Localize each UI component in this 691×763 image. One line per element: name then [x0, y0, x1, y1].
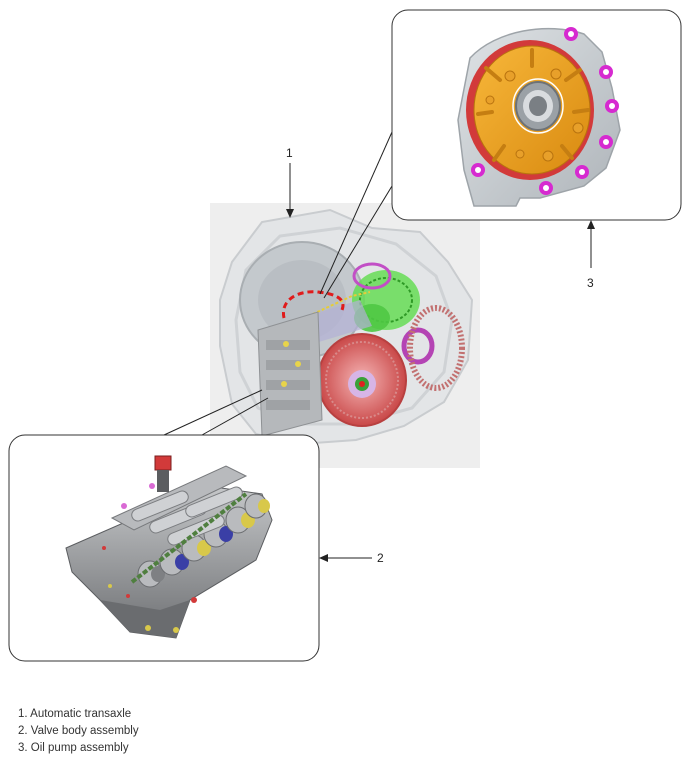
oil-pump-location-marker: [281, 290, 345, 319]
automatic-transaxle: [210, 203, 480, 468]
solenoid-row: [137, 493, 270, 588]
valve-leader-b: [201, 397, 269, 436]
bolt: [599, 65, 613, 79]
bolt: [605, 99, 619, 113]
exploded-diagram: 1: [8, 9, 682, 662]
bolt: [599, 135, 613, 149]
callout-3: 3: [587, 220, 595, 290]
legend-item-3: 3. Oil pump assembly: [18, 742, 129, 754]
oil-line: [261, 291, 371, 347]
legend-item-2: 2. Valve body assembly: [18, 725, 139, 737]
valve-leader-a: [163, 389, 263, 436]
legend-item-1: 1. Automatic transaxle: [18, 708, 132, 720]
legend: 1. Automatic transaxle 2. Valve body ass…: [18, 706, 139, 757]
pump-leader-b: [323, 185, 393, 299]
callout-1-label: 1: [286, 146, 293, 160]
pump-bolts: [471, 27, 619, 195]
magenta-ring-lower: [401, 327, 435, 365]
valve-body-in-situ: [257, 311, 323, 437]
bolt: [564, 27, 578, 41]
callout-2: 2: [319, 551, 384, 565]
final-drive-gear: [407, 305, 465, 391]
connector: [154, 455, 172, 492]
oil-pump-assembly: [457, 27, 621, 207]
solenoid: [244, 493, 270, 519]
bolt: [539, 181, 553, 195]
bolt: [471, 163, 485, 177]
valve-body-assembly: [65, 455, 273, 639]
pump-leader-a: [319, 131, 393, 295]
solenoid: [137, 560, 165, 588]
magenta-ring-upper: [352, 262, 392, 290]
callout-2-label: 2: [377, 551, 384, 565]
wiring-harness: [130, 492, 248, 584]
bolt: [575, 165, 589, 179]
callout-1: 1: [286, 146, 294, 218]
callout-3-label: 3: [587, 276, 594, 290]
